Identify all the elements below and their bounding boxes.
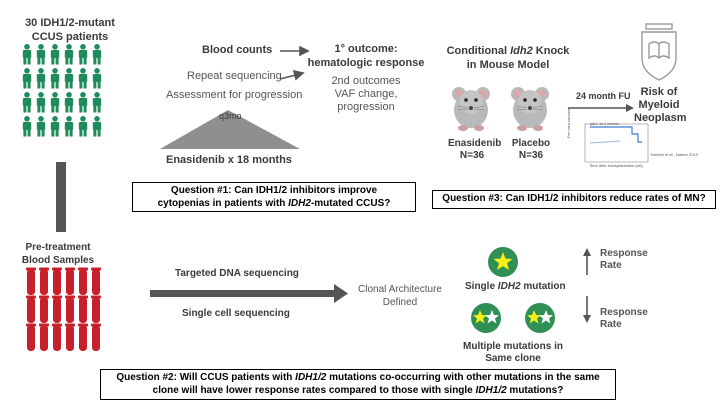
response-down-label: Response Rate [600, 307, 648, 331]
patients-title-line2: CCUS patients [31, 31, 109, 43]
response-up-label: Response Rate [600, 248, 648, 272]
multi-mutation-line2: Same clone [485, 353, 541, 364]
mouse-icon-enasidenib [451, 86, 491, 132]
question-2-line1: Question #2: Will CCUS patients with IDH… [116, 372, 600, 383]
enasidenib-arm-name: Enasidenib [448, 138, 502, 149]
km-survival-plot [584, 123, 649, 163]
assessment-label: Assessment for progression [166, 89, 303, 101]
response-up-line1: Response [600, 248, 648, 259]
question-3-box: Question #3: Can IDH1/2 inhibitors reduc… [432, 190, 716, 209]
interval-label: q3mo [219, 111, 242, 121]
response-down-line1: Response [600, 307, 648, 318]
clonal-line1: Clonal Architecture [358, 284, 442, 295]
km-ylabel: Per cent survival [566, 108, 571, 138]
risk-line1: Risk of [640, 86, 678, 98]
single-mutation-circle [488, 247, 518, 277]
mouse-model-title-line2: in Mouse Model [466, 59, 550, 71]
question-1-line1: Question #1: Can IDH1/2 inhibitors impro… [170, 185, 378, 196]
multi-mutation-circle-2 [525, 303, 555, 333]
placebo-arm-n: N=36 [518, 150, 544, 161]
secondary-outcome-line3: progression [337, 101, 395, 113]
blood-tube-icons [26, 267, 101, 351]
followup-arrow [568, 104, 634, 112]
patient-people-icons [22, 44, 102, 137]
treatment-label: Enasidenib x 18 months [166, 154, 292, 166]
response-up-line2: Rate [600, 260, 622, 271]
risk-line3: Neoplasm [634, 112, 687, 124]
enasidenib-arm-n: N=36 [459, 150, 485, 161]
samples-line2: Blood Samples [21, 255, 95, 266]
secondary-outcome-line1: 2nd outcomes [331, 75, 401, 87]
repeat-sequencing-label: Repeat sequencing [187, 70, 282, 82]
primary-outcome-line2: hematologic response [307, 57, 425, 69]
mouse-model-title: Conditional Idh2 Knock in Mouse Model [438, 44, 578, 72]
secondary-outcome-line2: VAF change, [334, 88, 398, 100]
response-down-line2: Rate [600, 319, 622, 330]
sequencing-arrow [150, 284, 348, 303]
blood-counts-label: Blood counts [202, 44, 273, 56]
question-1-line2: cytopenias in patients with IDH2-mutated… [157, 197, 391, 209]
samples-label: Pre-treatment Blood Samples [8, 241, 108, 267]
secondary-outcomes: 2nd outcomes VAF change, progression [316, 75, 416, 114]
samples-line1: Pre-treatment [25, 242, 91, 253]
mouse-model-title-line1: Conditional Idh2 Knock [446, 45, 570, 57]
targeted-sequencing-label: Targeted DNA sequencing [175, 268, 299, 279]
question-1-box: Question #1: Can IDH1/2 inhibitors impro… [132, 182, 416, 212]
risk-label: Risk of Myeloid Neoplasm [634, 86, 687, 125]
response-up-arrow [583, 248, 591, 275]
placebo-arm-name: Placebo [511, 138, 551, 149]
question-2-box: Question #2: Will CCUS patients with IDH… [100, 369, 616, 400]
multi-mutation-label: Multiple mutations in Same clone [458, 341, 568, 365]
patients-title-line1: 30 IDH1/2-mutant [25, 17, 115, 29]
clonal-line2: Defined [382, 297, 418, 308]
followup-label: 24 month FU [576, 91, 631, 101]
multi-mutation-line1: Multiple mutations in [463, 341, 563, 352]
vertical-connector-bar [56, 162, 66, 232]
multi-mutation-circle-1 [471, 303, 501, 333]
primary-outcome-line1: 1° outcome: [334, 43, 398, 55]
question-2-line2: clone will have lower response rates com… [152, 384, 564, 396]
km-xlabel: Time after transplantation (wk) [589, 163, 643, 168]
single-mutation-label: Single IDH2 mutation [465, 281, 566, 292]
clonal-architecture-label: Clonal Architecture Defined [350, 283, 450, 309]
km-legend: plpC at 4 weeks [590, 121, 619, 126]
single-cell-sequencing-label: Single cell sequencing [182, 308, 290, 319]
enasidenib-arm-label: Enasidenib N=36 [448, 138, 502, 162]
placebo-arm-label: Placebo N=36 [508, 138, 554, 162]
university-seal-icon [641, 23, 677, 81]
risk-line2: Myeloid [638, 99, 680, 111]
patients-title: 30 IDH1/2-mutant CCUS patients [18, 16, 122, 44]
treatment-triangle [160, 110, 300, 149]
km-citation: Yoshimi et al., Nature 2019 [650, 152, 698, 157]
trial-arrows [279, 45, 310, 81]
mouse-icon-placebo [510, 86, 550, 132]
response-down-arrow [583, 296, 591, 323]
primary-outcome: 1° outcome: hematologic response [306, 42, 426, 70]
question-3-text: Question #3: Can IDH1/2 inhibitors reduc… [442, 193, 706, 204]
